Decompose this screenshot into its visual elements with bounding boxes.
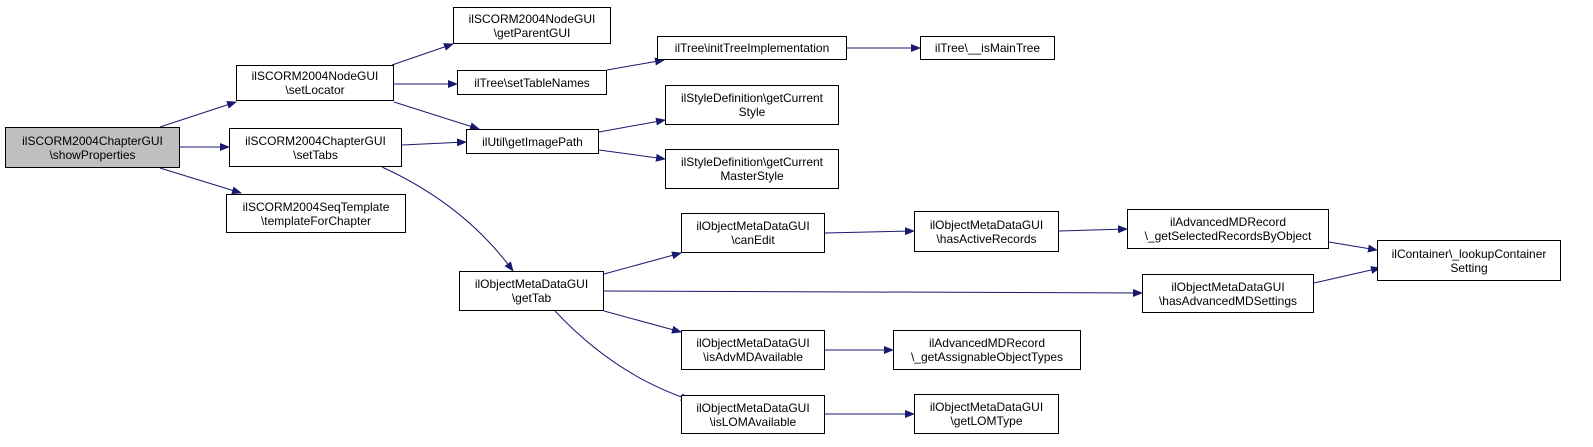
node-getselectedrecordsbyobject[interactable]: ilAdvancedMDRecord \_getSelectedRecordsB… <box>1127 209 1329 249</box>
node-getparentgui-line2: \getParentGUI <box>493 25 571 40</box>
node-hasadvancedmdsettings[interactable]: ilObjectMetaDataGUI \hasAdvancedMDSettin… <box>1142 274 1314 313</box>
node-getselectedrecordsbyobject-line2: \_getSelectedRecordsByObject <box>1144 229 1312 243</box>
node-canedit[interactable]: ilObjectMetaDataGUI \canEdit <box>681 213 825 253</box>
edge-hasactiverecords-to-getselectedrecordsbyobject <box>1058 225 1128 234</box>
node-gettab-line1: ilObjectMetaDataGUI <box>474 277 589 291</box>
edge-setlocator-to-getimagepath <box>393 101 480 131</box>
node-setlocator-line1: ilSCORM2004NodeGUI <box>251 69 379 83</box>
node-getimagepath[interactable]: ilUtil\getImagePath <box>466 129 599 154</box>
edge-settablenames-to-inittreeimplementation <box>606 57 665 71</box>
edge-root-to-templateforchapter <box>159 167 242 195</box>
node-hasadvancedmdsettings-line1: ilObjectMetaDataGUI <box>1171 279 1285 294</box>
edge-getselectedrecordsbyobject-to-lookupcontainersetting <box>1328 241 1378 253</box>
edge-gettab-to-isadvmdavailable <box>603 310 682 334</box>
node-setlocator[interactable]: ilSCORM2004NodeGUI \setLocator <box>236 65 394 101</box>
node-getcurrentstyle-line2: Style <box>738 105 766 119</box>
node-canedit-line2: \canEdit <box>731 233 775 247</box>
node-lookupcontainersetting-line1: ilContainer\_lookupContainer <box>1391 246 1547 261</box>
node-hasactiverecords-line1: ilObjectMetaDataGUI <box>929 217 1044 232</box>
node-isadvmdavailable[interactable]: ilObjectMetaDataGUI \isAdvMDAvailable <box>681 330 825 370</box>
node-islomavailable[interactable]: ilObjectMetaDataGUI \isLOMAvailable <box>681 395 825 434</box>
edge-settabs-to-getimagepath <box>401 138 467 147</box>
node-hasactiverecords[interactable]: ilObjectMetaDataGUI \hasActiveRecords <box>914 211 1059 252</box>
node-lookupcontainersetting[interactable]: ilContainer\_lookupContainer Setting <box>1377 240 1561 281</box>
edge-setlocator-to-getparentgui <box>391 43 454 66</box>
node-getcurrentmasterstyle-line2: MasterStyle <box>720 169 784 183</box>
node-settabs[interactable]: ilSCORM2004ChapterGUI \setTabs <box>229 128 402 167</box>
edge-canedit-to-hasactiverecords <box>824 227 915 236</box>
node-gettab-line2: \getTab <box>511 291 552 305</box>
node-gettab[interactable]: ilObjectMetaDataGUI \getTab <box>459 271 604 311</box>
node-getcurrentmasterstyle[interactable]: ilStyleDefinition\getCurrent MasterStyle <box>665 149 839 189</box>
node-templateforchapter-line2: \templateForChapter <box>260 213 372 228</box>
edge-settabs-to-gettab <box>381 166 514 272</box>
node-setlocator-line2: \setLocator <box>285 83 345 97</box>
node-getassignableobjecttypes[interactable]: ilAdvancedMDRecord \_getAssignableObject… <box>893 330 1081 370</box>
edge-getimagepath-to-getcurrentmasterstyle <box>598 149 666 162</box>
node-templateforchapter-line1: ilSCORM2004SeqTemplate <box>242 199 390 214</box>
node-getlomtype[interactable]: ilObjectMetaDataGUI \getLOMType <box>914 394 1059 434</box>
node-getimagepath-line1: ilUtil\getImagePath <box>482 134 583 149</box>
node-root-line1: ilSCORM2004ChapterGUI <box>22 133 163 148</box>
node-settablenames[interactable]: ilTree\setTableNames <box>457 70 607 95</box>
node-ismaintree-line1: ilTree\__isMainTree <box>934 41 1041 55</box>
node-getcurrentstyle-line1: ilStyleDefinition\getCurrent <box>680 91 824 105</box>
edge-gettab-to-islomavailable <box>554 310 691 401</box>
edge-getimagepath-to-getcurrentstyle <box>598 117 666 133</box>
node-settabs-line1: ilSCORM2004ChapterGUI <box>245 133 386 148</box>
edge-gettab-to-canedit <box>603 251 682 275</box>
node-settabs-line2: \setTabs <box>293 147 338 162</box>
node-getcurrentstyle[interactable]: ilStyleDefinition\getCurrent Style <box>665 85 839 125</box>
node-getassignableobjecttypes-line1: ilAdvancedMDRecord <box>928 336 1046 350</box>
node-templateforchapter[interactable]: ilSCORM2004SeqTemplate \templateForChapt… <box>226 194 406 233</box>
node-root: ilSCORM2004ChapterGUI \showProperties <box>5 127 180 168</box>
node-getparentgui[interactable]: ilSCORM2004NodeGUI \getParentGUI <box>453 7 611 44</box>
node-lookupcontainersetting-line2: Setting <box>1450 260 1488 275</box>
node-inittreeimplementation-line1: ilTree\initTreeImplementation <box>674 41 830 55</box>
node-isadvmdavailable-line2: \isAdvMDAvailable <box>703 350 803 364</box>
node-hasadvancedmdsettings-line2: \hasAdvancedMDSettings <box>1158 293 1298 308</box>
node-isadvmdavailable-line1: ilObjectMetaDataGUI <box>696 336 810 350</box>
node-getlomtype-line2: \getLOMType <box>950 414 1023 428</box>
node-getparentgui-line1: ilSCORM2004NodeGUI <box>468 11 596 26</box>
node-islomavailable-line2: \isLOMAvailable <box>709 414 797 429</box>
node-islomavailable-line1: ilObjectMetaDataGUI <box>696 400 810 415</box>
node-getassignableobjecttypes-line2: \_getAssignableObjectTypes <box>910 350 1064 364</box>
node-ismaintree[interactable]: ilTree\__isMainTree <box>920 36 1055 60</box>
node-getcurrentmasterstyle-line1: ilStyleDefinition\getCurrent <box>680 155 824 169</box>
node-getlomtype-line1: ilObjectMetaDataGUI <box>929 400 1044 414</box>
node-settablenames-line1: ilTree\setTableNames <box>474 75 590 90</box>
node-getselectedrecordsbyobject-line1: ilAdvancedMDRecord <box>1169 215 1287 229</box>
edge-gettab-to-hasadvancedmdsettings <box>603 288 1143 297</box>
edge-root-to-setlocator <box>159 101 237 128</box>
edge-hasadvancedmdsettings-to-lookupcontainersetting <box>1313 266 1381 284</box>
node-canedit-line1: ilObjectMetaDataGUI <box>696 219 810 233</box>
node-inittreeimplementation[interactable]: ilTree\initTreeImplementation <box>657 36 847 60</box>
node-root-line2: \showProperties <box>49 147 136 162</box>
node-hasactiverecords-line2: \hasActiveRecords <box>936 231 1037 246</box>
